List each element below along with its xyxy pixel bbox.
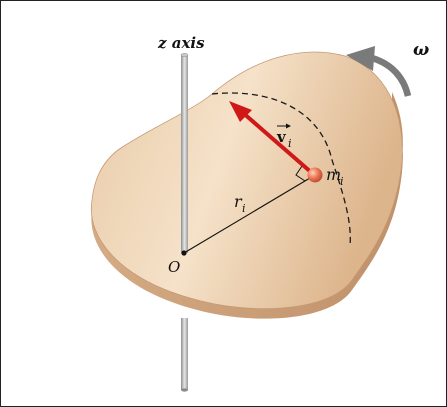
radius-line <box>183 174 316 254</box>
svg-text:i: i <box>340 175 344 188</box>
z-axis-rod-lower <box>181 318 188 390</box>
velocity-arrow-head <box>229 101 252 122</box>
svg-text:v: v <box>276 128 287 146</box>
svg-text:r: r <box>234 192 243 211</box>
velocity-arrow-shaft <box>240 110 314 175</box>
circular-path-dashed <box>211 92 351 247</box>
svg-text:m: m <box>326 165 341 184</box>
omega-label: ω <box>413 40 429 60</box>
velocity-label: v i <box>276 123 292 150</box>
z-axis-rod-upper <box>181 55 188 253</box>
disk-top-surface <box>90 51 403 309</box>
particle-mass <box>307 167 323 183</box>
mass-label: m i <box>326 165 344 188</box>
right-angle-marker <box>295 165 306 182</box>
origin-point <box>181 250 187 256</box>
svg-text:i: i <box>288 137 292 150</box>
rotation-arrow-arc <box>370 54 412 97</box>
rotation-arrow-head <box>346 46 375 71</box>
z-axis-label: z axis <box>157 34 205 52</box>
radius-label: r i <box>234 192 246 215</box>
origin-label: O <box>168 258 180 276</box>
svg-text:i: i <box>242 202 246 215</box>
